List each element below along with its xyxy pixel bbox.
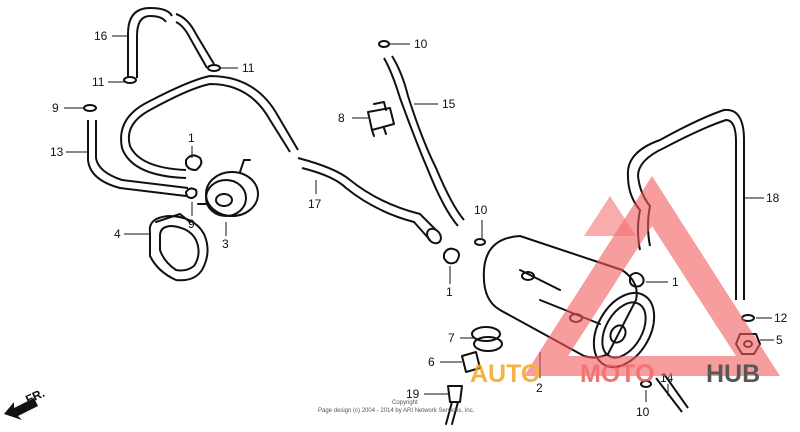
- band-4: [148, 213, 209, 282]
- clamp-10-top: [378, 40, 390, 48]
- watermark-triangle-icon: [524, 176, 780, 376]
- front-direction-indicator: FR.: [4, 386, 47, 420]
- label-12: 12: [774, 311, 788, 325]
- label-5: 5: [776, 333, 783, 347]
- watermark: AUTO MOTO HUB: [470, 176, 780, 388]
- label-9a: 9: [52, 101, 59, 115]
- hose-17: [297, 157, 442, 245]
- clamp-9-left: [83, 104, 97, 112]
- label-10a: 10: [414, 37, 428, 51]
- hose-14: [655, 373, 689, 413]
- label-8: 8: [338, 111, 345, 125]
- control-valve-3: [197, 159, 259, 217]
- label-7: 7: [448, 331, 455, 345]
- label-10c: 10: [636, 405, 650, 419]
- rubber-7: [471, 326, 503, 352]
- label-4: 4: [114, 227, 121, 241]
- label-11b: 11: [242, 61, 255, 75]
- watermark-text-hub: HUB: [706, 360, 760, 388]
- label-1b: 1: [446, 285, 453, 299]
- label-1a: 1: [188, 131, 195, 145]
- label-16: 16: [94, 29, 108, 43]
- hose-13: [87, 120, 189, 197]
- label-15: 15: [442, 97, 456, 111]
- clamp-10-bottom: [640, 380, 652, 388]
- watermark-inner-triangle-icon: [584, 196, 636, 236]
- copyright-notice: Copyright Page design (c) 2004 - 2014 by…: [318, 400, 475, 414]
- label-19: 19: [406, 387, 420, 401]
- hose-16: [127, 6, 215, 78]
- clamp-1-right: [629, 272, 645, 288]
- label-13: 13: [50, 145, 64, 159]
- label-2: 2: [536, 381, 543, 395]
- front-arrow-icon: [4, 398, 38, 420]
- label-9b: 9: [188, 217, 195, 231]
- clamp-1-left: [185, 154, 203, 171]
- part-labels: 16 11 11 9 13 4 1 9 3 8 10 15 17 10 1 18…: [50, 29, 788, 419]
- copyright-line-1: Copyright: [392, 400, 418, 406]
- bolt-19: [445, 385, 463, 425]
- clamp-11-right: [207, 64, 221, 72]
- watermark-text-moto: MOTO: [580, 360, 655, 388]
- label-11a: 11: [92, 75, 105, 89]
- front-label: FR.: [23, 386, 46, 407]
- clamp-10-mid: [474, 238, 486, 246]
- clamp-9-lower: [185, 187, 198, 199]
- copyright-line-2: Page design (c) 2004 - 2014 by ARI Netwo…: [318, 408, 475, 414]
- label-6: 6: [428, 355, 435, 369]
- label-17: 17: [308, 197, 322, 211]
- clamp-1-mid: [443, 247, 460, 265]
- hose-upper-loop: [120, 74, 299, 179]
- collar-6: [461, 351, 481, 373]
- solenoid-valve-8: [367, 101, 395, 137]
- clamp-11-upper: [123, 76, 137, 84]
- label-18: 18: [766, 191, 780, 205]
- label-3: 3: [222, 237, 229, 251]
- label-1c: 1: [672, 275, 679, 289]
- label-10b: 10: [474, 203, 488, 217]
- hose-15: [383, 55, 465, 227]
- watermark-text-auto: AUTO: [470, 360, 540, 388]
